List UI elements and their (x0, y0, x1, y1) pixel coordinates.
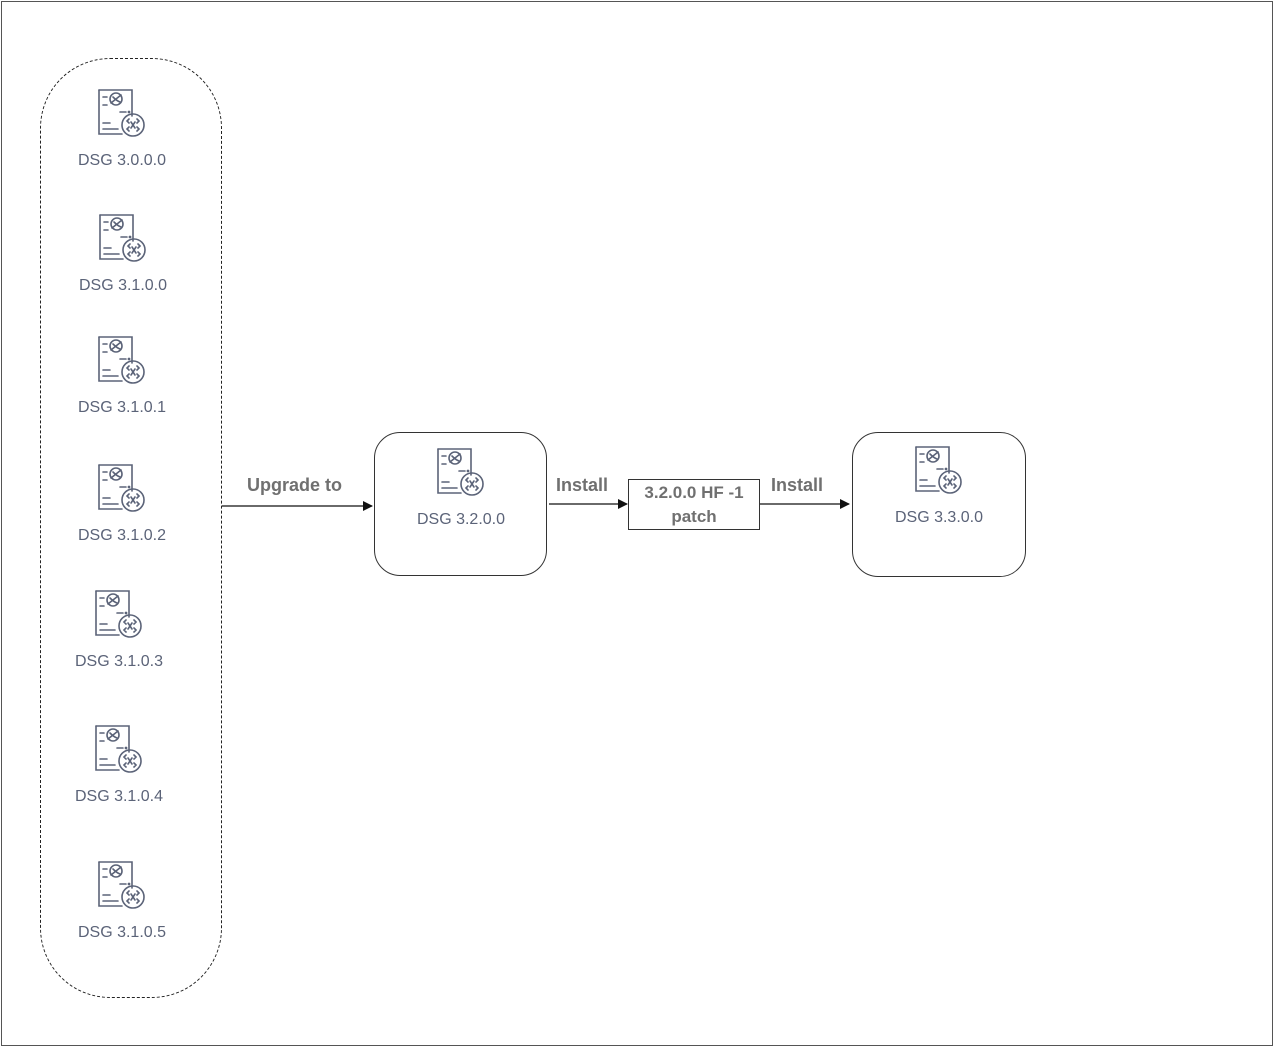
server-icon (96, 335, 148, 387)
server-icon (93, 724, 145, 776)
node-dsg-3-1-0-2: DSG 3.1.0.2 (67, 463, 177, 545)
source-versions-group (40, 58, 222, 998)
node-dsg-3-2-0-0: DSG 3.2.0.0 (406, 447, 516, 529)
server-icon (93, 589, 145, 641)
server-icon (97, 213, 149, 265)
node-label: DSG 3.0.0.0 (77, 152, 167, 169)
node-label: DSG 3.1.0.5 (77, 924, 167, 941)
node-label: DSG 3.3.0.0 (894, 509, 984, 526)
server-icon (96, 88, 148, 140)
node-label: DSG 3.2.0.0 (416, 511, 506, 528)
node-label: DSG 3.1.0.2 (77, 527, 167, 544)
node-label: DSG 3.1.0.1 (77, 399, 167, 416)
node-dsg-3-1-0-0: DSG 3.1.0.0 (68, 213, 178, 295)
patch-box: 3.2.0.0 HF -1 patch (628, 479, 760, 530)
node-label: DSG 3.1.0.4 (74, 788, 164, 805)
server-icon (913, 445, 965, 497)
server-icon (96, 463, 148, 515)
server-icon (435, 447, 487, 499)
patch-subtitle: patch (671, 507, 717, 526)
node-dsg-3-1-0-3: DSG 3.1.0.3 (64, 589, 174, 671)
edge-label-install-2: Install (771, 475, 824, 495)
edge-label-install-1: Install (556, 475, 609, 495)
node-dsg-3-1-0-5: DSG 3.1.0.5 (67, 860, 177, 942)
edge-label-upgrade: Upgrade to (247, 475, 343, 495)
node-dsg-3-0-0-0: DSG 3.0.0.0 (67, 88, 177, 170)
node-label: DSG 3.1.0.0 (78, 277, 168, 294)
patch-title: 3.2.0.0 HF -1 (644, 483, 744, 502)
node-dsg-3-1-0-1: DSG 3.1.0.1 (67, 335, 177, 417)
node-label: DSG 3.1.0.3 (74, 653, 164, 670)
server-icon (96, 860, 148, 912)
node-dsg-3-1-0-4: DSG 3.1.0.4 (64, 724, 174, 806)
node-dsg-3-3-0-0: DSG 3.3.0.0 (884, 445, 994, 527)
